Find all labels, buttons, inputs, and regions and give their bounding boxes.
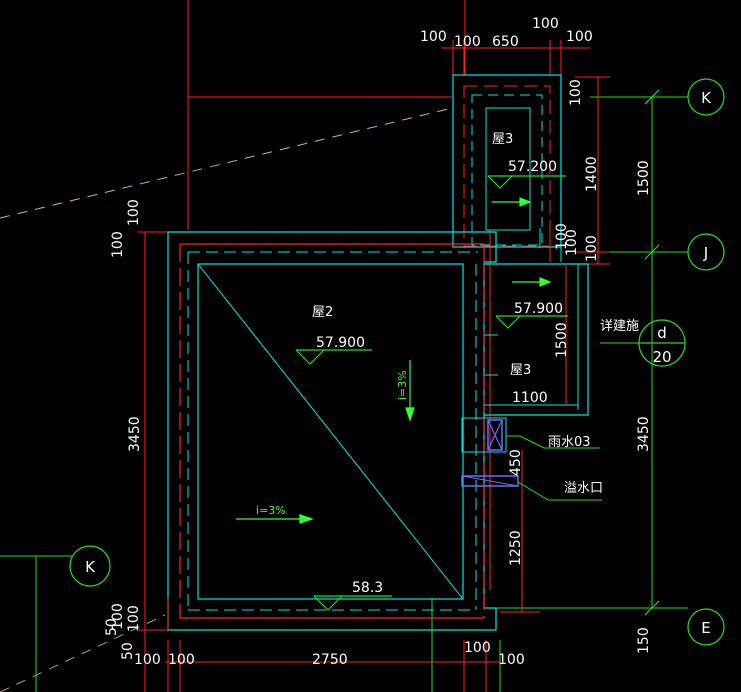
right-annex-walls	[484, 263, 589, 416]
detail-reference-bubble: d 20	[600, 319, 686, 367]
roof3-top-name: 屋3	[492, 132, 513, 147]
detail-note: 详建施	[600, 319, 639, 334]
dashed-ridge-line-lower	[0, 614, 166, 692]
dim-bottom-3: 2750	[312, 652, 348, 668]
dim-right-100d: 100	[564, 229, 580, 256]
right-dim-ticks	[644, 89, 660, 616]
dim-bottom-2: 100	[168, 652, 195, 668]
rain-outlet-label: 雨水03	[548, 435, 591, 450]
slope-arrows	[236, 197, 552, 524]
dim-top-2: 100	[454, 34, 481, 50]
dim-top-3: 650	[492, 34, 519, 50]
dim-right-450: 450	[508, 449, 524, 476]
axis-bubble-j-right: J	[687, 233, 725, 271]
dim-left-main: 3450	[127, 416, 143, 452]
slope-horizontal: i=3%	[256, 504, 286, 517]
dim-right-100c: 100	[584, 235, 600, 262]
main-room-walls	[167, 231, 497, 632]
dim-right-150: 150	[636, 627, 652, 654]
roof3-mid-name: 屋3	[510, 363, 531, 378]
roof3-mid-elevation: 57.900	[514, 301, 563, 317]
dim-right-1500: 1500	[636, 160, 652, 196]
dim-right-100b: 100	[554, 223, 570, 250]
dim-right-1400: 1400	[584, 156, 600, 192]
red-reference-lines	[138, 0, 610, 692]
detail-ref-bottom: 20	[652, 348, 671, 366]
axis-bubble-k-left: K	[69, 545, 111, 587]
slope-vertical: i=3%	[396, 370, 409, 400]
dim-top-5: 100	[566, 29, 593, 45]
dim-top-4: 100	[532, 16, 559, 32]
dashed-ridge-line	[0, 107, 453, 219]
dim-left-top-b: 100	[126, 199, 142, 226]
axis-k-right-label: K	[701, 89, 712, 107]
dim-right-100a: 100	[568, 79, 584, 106]
roof2-elevation: 57.900	[316, 335, 365, 351]
axis-j-right-label: J	[703, 244, 708, 262]
dim-right-1250: 1250	[508, 530, 524, 566]
axis-k-left-label: K	[85, 558, 96, 576]
dim-right-1500b: 1500	[554, 322, 570, 358]
elevation-markers	[295, 175, 568, 611]
dim-left-top-a: 100	[110, 231, 126, 258]
roof3-top-elevation: 57.200	[508, 159, 557, 175]
dim-top-1: 100	[420, 29, 447, 45]
axis-bubble-e-right: E	[687, 608, 725, 646]
overflow-label: 溢水口	[564, 481, 603, 496]
axis-bubble-k-right: K	[687, 78, 725, 116]
overflow-outlet-marker	[461, 475, 602, 501]
dim-right-3450: 3450	[636, 416, 652, 452]
roof2-name: 屋2	[312, 305, 333, 320]
bottom-elevation: 58.3	[352, 580, 383, 596]
dim-bottom-5: 100	[498, 652, 525, 668]
dim-left-bot-b: 100	[110, 603, 126, 630]
upper-room-walls	[452, 74, 562, 262]
dim-left-bot-a: 100	[126, 605, 142, 632]
detail-ref-top: d	[657, 324, 667, 342]
dim-bottom-1: 100	[134, 652, 161, 668]
dim-left-bot-d: 50	[120, 642, 136, 660]
dim-bottom-4: 100	[464, 640, 491, 656]
dim-left-bot-c: 50	[104, 618, 120, 636]
dim-right-1100: 1100	[512, 390, 548, 406]
axis-e-right-label: E	[701, 619, 710, 637]
rain-outlet-marker	[461, 417, 600, 453]
